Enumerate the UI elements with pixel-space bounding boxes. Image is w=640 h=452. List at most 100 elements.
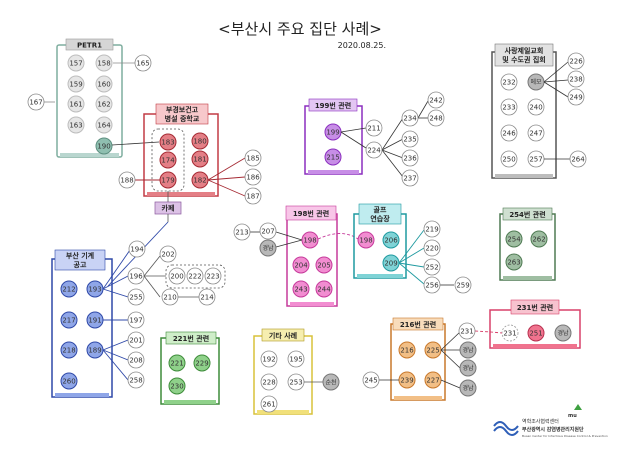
node-gyeongnam-198: 경남 bbox=[262, 244, 274, 252]
group-label-cafe: 카페 bbox=[162, 204, 175, 213]
node-224: 224 bbox=[367, 147, 381, 155]
group-label-etc: 기타 사례 bbox=[269, 331, 297, 340]
group-label-216: 216번 관련 bbox=[400, 320, 436, 329]
node-157: 157 bbox=[69, 60, 82, 68]
edges-196 bbox=[143, 255, 199, 298]
node-261: 261 bbox=[262, 401, 275, 409]
edges-209 bbox=[398, 229, 425, 285]
group-label-church-1: 사랑제일교회 bbox=[505, 46, 544, 55]
node-174: 174 bbox=[161, 157, 175, 165]
node-262: 262 bbox=[532, 236, 545, 244]
node-187: 187 bbox=[246, 193, 259, 201]
group-petr1: PETR1 bbox=[44, 38, 135, 158]
node-235: 235 bbox=[403, 136, 416, 144]
node-232: 232 bbox=[502, 79, 515, 87]
group-label-petr1: PETR1 bbox=[77, 42, 102, 50]
node-204: 204 bbox=[294, 262, 308, 270]
node-227: 227 bbox=[426, 377, 439, 385]
page-title: <부산시 주요 집단 사례> bbox=[218, 20, 382, 38]
node-221: 221 bbox=[170, 360, 183, 368]
node-212: 212 bbox=[62, 286, 75, 294]
node-250: 250 bbox=[502, 156, 515, 164]
node-183: 183 bbox=[161, 139, 174, 147]
node-gyeongnam-216-3: 경남 bbox=[462, 384, 474, 392]
node-247: 247 bbox=[529, 130, 542, 138]
dashed-group-200 bbox=[165, 264, 226, 289]
node-church-memo: 메모 bbox=[530, 78, 542, 86]
group-label-231: 231번 관련 bbox=[517, 303, 553, 312]
edge-198-198 bbox=[317, 233, 359, 240]
node-220: 220 bbox=[425, 245, 438, 253]
node-252: 252 bbox=[425, 264, 438, 272]
node-210: 210 bbox=[163, 294, 176, 302]
node-195: 195 bbox=[289, 356, 302, 364]
org-line-2: 부산광역시 감염병관리지원단 bbox=[522, 426, 584, 433]
node-219: 219 bbox=[425, 226, 438, 234]
node-165: 165 bbox=[136, 60, 149, 68]
node-186: 186 bbox=[246, 174, 260, 182]
node-197: 197 bbox=[129, 317, 142, 325]
group-216: 216번 관련 216 225 239 227 bbox=[390, 317, 446, 401]
node-226: 226 bbox=[569, 58, 583, 66]
node-237: 237 bbox=[403, 175, 416, 183]
node-196: 196 bbox=[129, 273, 143, 281]
group-label-198: 198번 관련 bbox=[293, 209, 329, 218]
node-255: 255 bbox=[129, 294, 142, 302]
node-236: 236 bbox=[403, 155, 417, 163]
node-row-bukyeong: 183 180 174 181 179 182 bbox=[159, 132, 209, 189]
node-257: 257 bbox=[529, 156, 542, 164]
node-249: 249 bbox=[569, 94, 582, 102]
group-254: 254번 관련 254 262 263 bbox=[499, 207, 556, 281]
node-suncheon: 순천 bbox=[325, 379, 336, 387]
node-217: 217 bbox=[62, 317, 75, 325]
node-260: 260 bbox=[62, 378, 75, 386]
node-163: 163 bbox=[69, 122, 82, 130]
group-bukyeong: 부경보건고 병설 중학교 bbox=[143, 103, 219, 197]
group-221: 221번 관련 221 229 230 bbox=[160, 331, 220, 405]
node-205: 205 bbox=[317, 262, 330, 270]
node-222: 222 bbox=[188, 273, 201, 281]
node-230: 230 bbox=[170, 383, 183, 391]
node-199: 199 bbox=[326, 129, 339, 137]
edges-199 bbox=[340, 100, 429, 178]
group-golf: 골프 연습장 198 206 209 bbox=[353, 203, 407, 279]
group-busan-market: 부산 기계 공고 bbox=[51, 249, 113, 398]
group-231: 231번 관련 231 251 경남 bbox=[489, 299, 581, 349]
node-246: 246 bbox=[502, 130, 516, 138]
group-label-busan-market-1: 부산 기계 bbox=[66, 251, 94, 260]
node-211: 211 bbox=[367, 125, 380, 133]
node-258: 258 bbox=[129, 377, 142, 385]
group-label-221: 221번 관련 bbox=[173, 334, 209, 343]
node-259: 259 bbox=[456, 282, 469, 290]
node-251: 251 bbox=[529, 330, 542, 338]
group-label-busan-market-2: 공고 bbox=[74, 261, 87, 269]
node-223: 223 bbox=[206, 273, 219, 281]
node-239: 239 bbox=[400, 377, 413, 385]
node-238: 238 bbox=[569, 76, 582, 84]
group-etc: 기타 사례 192 195 228 253 261 bbox=[253, 328, 313, 415]
node-182: 182 bbox=[193, 177, 206, 185]
group-label-golf-1: 골프 bbox=[374, 205, 387, 214]
node-gyeongnam-216-2: 경남 bbox=[462, 364, 474, 372]
node-206: 206 bbox=[384, 237, 398, 245]
group-199: 199번 관련 199 215 bbox=[304, 98, 363, 175]
node-188: 188 bbox=[120, 177, 133, 185]
node-216: 216 bbox=[400, 347, 414, 355]
node-214: 214 bbox=[200, 294, 214, 302]
node-192: 192 bbox=[262, 356, 275, 364]
report-date: 2020.08.25. bbox=[338, 41, 386, 50]
node-161: 161 bbox=[69, 101, 82, 109]
edges-216 bbox=[379, 331, 461, 389]
group-label-golf-2: 연습장 bbox=[370, 214, 390, 223]
node-198-a: 198 bbox=[303, 237, 316, 245]
node-253: 253 bbox=[289, 379, 302, 387]
node-202: 202 bbox=[161, 251, 174, 259]
group-label-church-2: 및 수도권 집회 bbox=[502, 55, 546, 64]
node-201: 201 bbox=[129, 337, 142, 345]
node-208: 208 bbox=[129, 357, 142, 365]
group-label-bukyeong-2: 병설 중학교 bbox=[165, 114, 200, 123]
node-234: 234 bbox=[403, 115, 417, 123]
node-231-outer: 231 bbox=[460, 328, 473, 336]
node-207: 207 bbox=[261, 228, 274, 236]
